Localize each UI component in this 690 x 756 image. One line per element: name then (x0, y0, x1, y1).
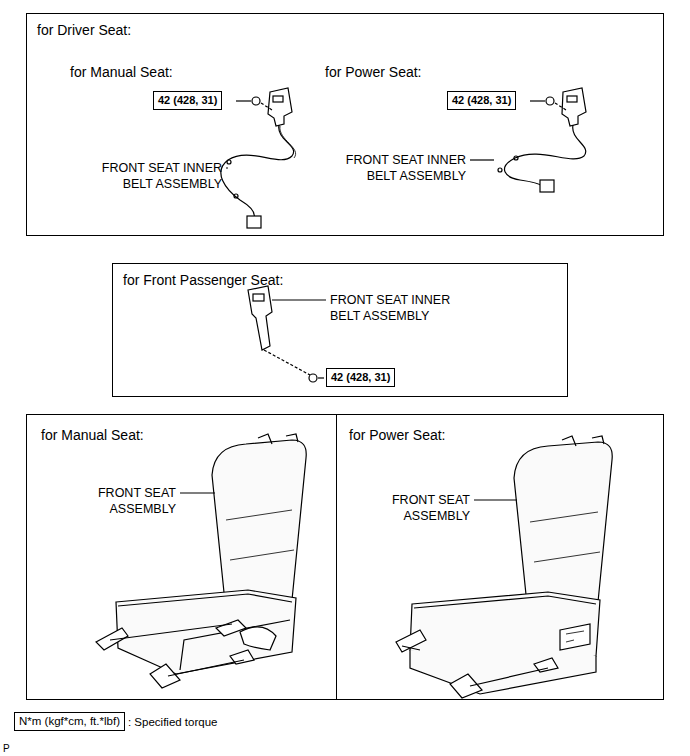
torque-value: 42 (428, 31) (331, 370, 390, 385)
part-name: FRONT SEAT ASSEMBLY (66, 485, 176, 517)
part-name: FRONT SEAT INNER BELT ASSEMBLY (316, 152, 466, 184)
page-mark: P (3, 741, 10, 756)
group-panel: for Driver Seat: 42 (428, 31) 42 (428, 31) (26, 13, 664, 236)
torque-value: N*m (kgf*cm, ft.*lbf) (19, 714, 120, 729)
torque-box: 42 (428, 31) (447, 91, 516, 110)
panel-heading: for Driver Seat: (37, 22, 131, 38)
part-name: FRONT SEAT INNER BELT ASSEMBLY (330, 292, 480, 324)
part-name: FRONT SEAT INNER BELT ASSEMBLY (72, 160, 222, 192)
torque-value: 42 (428, 31) (158, 93, 217, 108)
group-panel: for Front Passenger Seat: 42 (428, 31) (112, 263, 568, 397)
torque-box: 42 (428, 31) (326, 368, 395, 387)
panel-heading: for Power Seat: (349, 427, 446, 443)
legend-text: : Specified torque (128, 714, 218, 730)
group-panel: for Power Seat: (336, 414, 664, 700)
panel-heading: for Front Passenger Seat: (123, 272, 283, 288)
panel-heading: for Manual Seat: (41, 427, 144, 443)
part-name: FRONT SEAT ASSEMBLY (360, 492, 470, 524)
legend-box: N*m (kgf*cm, ft.*lbf) (14, 712, 125, 731)
sub-heading: for Power Seat: (325, 64, 422, 80)
group-panel: for Manual Seat: (26, 414, 337, 700)
torque-box: 42 (428, 31) (153, 91, 222, 110)
sub-heading: for Manual Seat: (70, 64, 173, 80)
torque-value: 42 (428, 31) (452, 93, 511, 108)
